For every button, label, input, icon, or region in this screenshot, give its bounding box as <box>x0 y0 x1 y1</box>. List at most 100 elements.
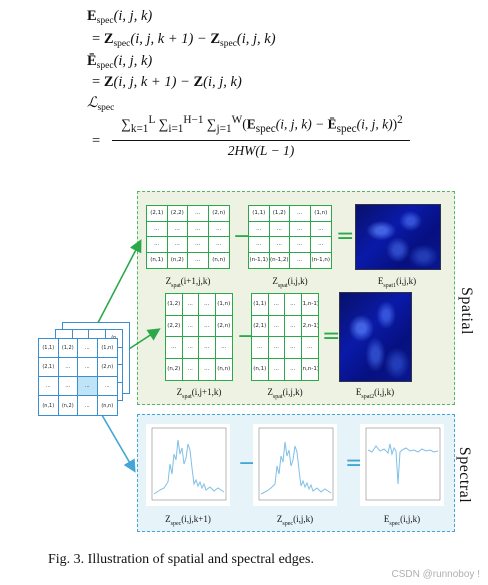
equation-subscript: spec <box>255 123 276 136</box>
paren-open: ( <box>242 116 247 132</box>
cube-cell: ... <box>78 339 98 358</box>
minus-operator: − <box>237 324 256 349</box>
paren-close: ) <box>392 116 398 132</box>
matrix-cell: ... <box>268 315 285 337</box>
matrix-cell: (2,n) <box>215 316 232 337</box>
matrix-z-spat-j-plus-1: (1,2)......(1,n)(2,2)......(2,n)........… <box>165 293 233 381</box>
spectral-edge-plot <box>360 424 444 506</box>
matrix-cell: ... <box>285 294 302 316</box>
equation-symbol: Z <box>193 74 204 90</box>
equation-args: (i, j, k) <box>113 8 153 24</box>
matrix-cell: (n,n) <box>212 257 226 264</box>
spatial-edge-map-2 <box>339 292 412 382</box>
sum-symbol: ∑ <box>158 116 169 132</box>
matrix-cell: ... <box>188 206 209 222</box>
power: 2 <box>397 114 403 126</box>
matrix-cell: ... <box>285 358 302 380</box>
caption-z-spat-i-plus-1: Zspat(i+1,j,k) <box>165 276 211 289</box>
cube-cell: ... <box>78 358 98 377</box>
equals-operator: = <box>336 224 355 249</box>
sum-upper: L <box>148 114 156 126</box>
matrix-cell: ... <box>188 237 209 253</box>
sum-upper: W <box>231 114 243 126</box>
equation-symbol: Z <box>210 31 221 47</box>
matrix-cell: ... <box>268 294 285 316</box>
equals-sign: = <box>92 74 101 90</box>
matrix-cell: ... <box>182 294 199 316</box>
equation-line-3: Ēspec(i, j, k) <box>87 53 152 71</box>
cube-cell: (n,2) <box>59 396 78 415</box>
matrix-cell: (1,2) <box>166 294 183 316</box>
cube-cell: ... <box>78 377 98 396</box>
cube-cell: (n,1) <box>39 396 59 415</box>
matrix-cell: (2,1) <box>252 315 269 337</box>
matrix-cell: (1,1) <box>249 206 270 222</box>
equation-line-1: Espec(i, j, k) <box>87 8 152 26</box>
cube-cell: ... <box>58 358 78 377</box>
cube-cell: ... <box>58 377 78 396</box>
equals-operator: = <box>322 324 341 349</box>
matrix-cell: (1,n-1) <box>301 294 318 316</box>
matrix-cell: (n,2) <box>168 252 188 268</box>
matrix-cell: (1,1) <box>252 294 269 316</box>
minus-operator: − <box>238 451 257 476</box>
matrix-cell: ... <box>310 237 331 253</box>
equals-sign: = <box>92 133 101 149</box>
matrix-z-spat-i-plus-1: (2,1)(2,2)...(2,n)......................… <box>146 205 230 269</box>
matrix-cell: ... <box>290 237 311 253</box>
matrix-cell: ... <box>188 221 209 237</box>
sum-lower: j=1 <box>216 123 232 136</box>
equation-subscript: spec <box>336 123 357 136</box>
matrix-cell: ... <box>147 237 168 253</box>
caption-e-spat1: Espat1(i,j,k) <box>377 276 417 289</box>
sum-upper: H−1 <box>183 114 204 126</box>
matrix-cell: ... <box>285 337 302 359</box>
equation-symbol: Ē <box>327 116 337 132</box>
spectrum-plot-k-plus-1 <box>146 424 230 506</box>
fraction-denominator: 2HW(L − 1) <box>227 143 295 158</box>
matrix-cell: ... <box>167 237 188 253</box>
minus-operator: − <box>233 224 252 249</box>
matrix-cell: ... <box>183 358 199 380</box>
matrix-cell: ... <box>290 252 311 268</box>
matrix-cell: ... <box>301 337 318 359</box>
equation-subscript: spec <box>97 103 115 113</box>
equation-symbol: E <box>246 116 256 132</box>
matrix-cell: ... <box>285 315 302 337</box>
matrix-cell: (n-1,1) <box>249 252 270 268</box>
equation-line-5: ℒspec <box>87 95 114 113</box>
matrix-cell: (n,n) <box>217 366 231 373</box>
matrix-cell: ... <box>199 358 216 380</box>
matrix-cell: (2,2) <box>166 315 183 337</box>
figure-caption: Fig. 3. Illustration of spatial and spec… <box>48 552 314 567</box>
matrix-cell: ... <box>147 221 168 237</box>
matrix-cell: (n,1) <box>147 252 168 268</box>
sum-lower: i=1 <box>168 123 184 136</box>
matrix-cell: ... <box>199 337 216 359</box>
matrix-cell: (1,2) <box>269 206 290 222</box>
equation-symbol: Z <box>103 74 114 90</box>
cube-cell: ... <box>39 377 59 396</box>
sum-symbol: ∑ <box>121 116 131 132</box>
matrix-cell: ... <box>249 237 270 253</box>
spectrum-plot-k <box>253 424 337 506</box>
equation-subscript: spec <box>96 61 114 71</box>
equation-subscript: spec <box>220 39 237 49</box>
caption-z-spat-row-1: Zspat(i,j,k) <box>272 276 308 289</box>
sum-lower: k=1 <box>130 123 149 136</box>
cube-cell: ... <box>78 396 98 415</box>
equation-args: (i, j, k + 1) − <box>113 74 190 90</box>
equation-args: (i, j, k) <box>236 31 276 47</box>
equation-args: (i, j, k) − <box>275 116 325 132</box>
matrix-cell: ... <box>182 337 199 359</box>
matrix-cell: ... <box>268 337 285 359</box>
caption-z-spat-row-2: Zspat(i,j,k) <box>267 387 303 400</box>
matrix-cell: (n,n-1) <box>302 366 319 373</box>
matrix-cell: (n,1) <box>252 358 269 380</box>
cube-cell: (1,n) <box>97 339 117 358</box>
matrix-cell: (n,2) <box>166 358 183 380</box>
fraction-numerator: ∑k=1L ∑i=1H−1 ∑j=1W(Espec(i, j, k) − Ēsp… <box>112 114 412 135</box>
matrix-z-spat-row-1: (1,1)(1,2)...(1,n)......................… <box>248 205 332 269</box>
equals-sign: = <box>92 31 101 47</box>
matrix-cell: (2,1) <box>147 206 168 222</box>
